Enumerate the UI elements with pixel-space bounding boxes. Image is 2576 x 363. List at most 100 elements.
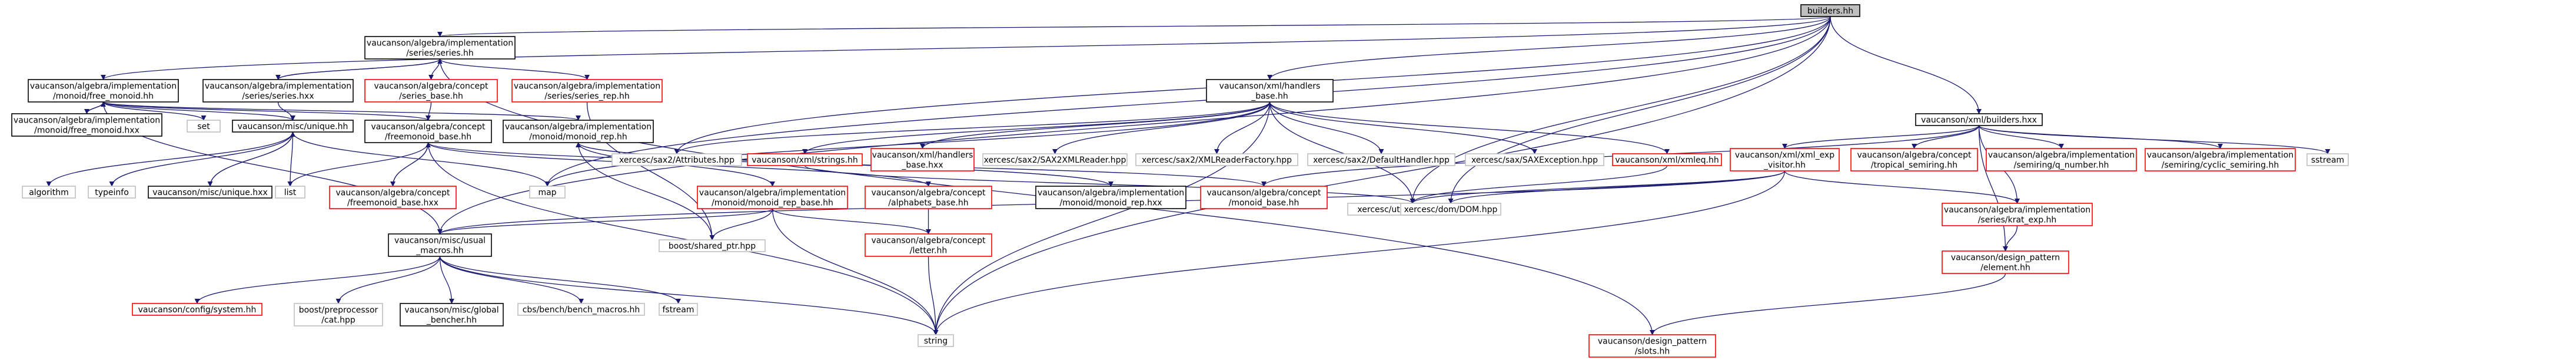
node-dom-hpp[interactable]: xercesc/dom/DOM.hpp [1400,203,1501,216]
node-label-line: vaucanson/xml/handlers [1219,82,1321,91]
node-box [2145,148,2296,171]
node-alphabets-base-hh[interactable]: vaucanson/algebra/concept/alphabets_base… [865,186,992,209]
node-freemonoid-base-hh[interactable]: vaucanson/algebra/concept/freemonoid_bas… [364,120,492,143]
edge-xml_handlers_base_hh-to-sax2xmlreader [1052,101,1271,154]
node-free-monoid-hh[interactable]: vaucanson/algebra/implementation/monoid/… [28,79,179,103]
node-box [132,303,262,316]
node-box [232,120,354,133]
edge-builders_hh-to-xml_builders_hxx [1830,16,1982,114]
edge-free_monoid_hh-to-freemonoid_base_hh [102,101,431,121]
node-system-hh[interactable]: vaucanson/config/system.hh [132,303,262,316]
node-map[interactable]: map [529,186,566,199]
node-string[interactable]: string [918,334,954,347]
edge-unique_hh-to-list [287,131,294,187]
node-monoid-rep-base-hh[interactable]: vaucanson/algebra/implementation/monoid/… [697,186,848,209]
node-tropical-semiring[interactable]: vaucanson/algebra/concept/tropical_semir… [1850,148,1978,171]
node-xmleq-hh[interactable]: vaucanson/xml/xmleq.hh [1612,153,1722,166]
edge-monoid_rep_hh-to-shared_ptr_hpp [577,142,715,240]
node-box [11,113,162,137]
node-label-line: vaucanson/misc/unique.hxx [152,188,267,197]
edge-monoid_rep_base_hh-to-letter_hh [772,208,931,235]
node-series-hh[interactable]: vaucanson/algebra/implementation/series/… [364,36,516,60]
node-label-line: algorithm [29,188,69,197]
node-usual-macros-hh[interactable]: vaucanson/misc/usual_macros.hh [388,233,492,257]
node-box [918,334,954,347]
edge-builders_hh-to-map [544,16,1831,187]
node-bench-macros[interactable]: cbs/bench/bench_macros.hh [517,303,645,316]
node-typeinfo[interactable]: typeinfo [88,186,136,199]
node-xml-handlers-base-hh[interactable]: vaucanson/xml/handlers_base.hh [1206,79,1334,103]
node-shared-ptr-hpp[interactable]: boost/shared_ptr.hpp [659,239,766,252]
node-label-line: vaucanson/algebra/concept [871,189,986,198]
node-xml-exp-visitor[interactable]: vaucanson/xml/xml_exp_visitor.hh [1730,148,1840,171]
node-label-line: xercesc/sax2/Attributes.hpp [619,156,734,165]
node-free-monoid-hxx[interactable]: vaucanson/algebra/implementation/monoid/… [11,113,162,137]
edge-xml_builders_hxx-to-xml_exp_visitor [1782,125,1980,149]
node-series-rep-hh[interactable]: vaucanson/algebra/implementation/series/… [511,79,663,103]
node-label-line: _base.hxx [901,161,943,170]
node-box [1612,153,1722,166]
node-label-line: builders.hh [1807,6,1853,16]
node-semiring-number[interactable]: vaucanson/algebra/implementation/semirin… [1986,148,2137,171]
node-xml-builders-hxx[interactable]: vaucanson/xml/builders.hxx [1915,113,2043,126]
node-label-line: vaucanson/algebra/concept [335,189,450,198]
node-sax2xmlreader[interactable]: xercesc/sax2/SAX2XMLReader.hpp [982,153,1128,166]
node-label-line: string [924,336,948,346]
node-box [1307,153,1455,166]
node-attributes-hpp[interactable]: xercesc/sax2/Attributes.hpp [611,153,742,166]
node-saxexception[interactable]: xercesc/sax/SAXException.hpp [1465,153,1604,166]
edge-xml_exp_visitor-to-string [933,170,1786,335]
node-label-line: /monoid/monoid_rep.hh [529,133,627,142]
node-box [2306,153,2349,166]
node-label-line: vaucanson/algebra/implementation [514,82,660,91]
node-global-bencher[interactable]: vaucanson/misc/global_bencher.hh [400,303,504,326]
node-letter-hh[interactable]: vaucanson/algebra/concept/letter.hh [865,233,992,257]
edge-xml_handlers_base_hh-to-xmleq_hh [1269,101,1670,154]
node-monoid-rep-hh[interactable]: vaucanson/algebra/implementation/monoid/… [503,120,654,143]
node-fstream[interactable]: fstream [659,303,698,316]
node-box [1942,250,2069,274]
node-box [659,303,698,316]
node-label-line: boost/shared_ptr.hpp [669,242,756,251]
node-element-hh[interactable]: vaucanson/design_pattern/element.hh [1942,250,2069,274]
edge-xml_builders_hxx-to-sstream [1978,125,2331,154]
node-label-line: /series/series.hxx [242,92,314,101]
edge-xml_handlers_base_hh-to-xmlreaderfactory [1214,101,1271,154]
node-xmlreaderfactory[interactable]: xercesc/sax2/XMLReaderFactory.hpp [1135,153,1298,166]
node-algorithm[interactable]: algorithm [22,186,76,199]
edge-builders_hh-to-xml_handlers_base_hh [1267,16,1831,80]
node-unique-hxx[interactable]: vaucanson/misc/unique.hxx [148,186,272,199]
node-series-base-hh[interactable]: vaucanson/algebra/concept/series_base.hh [364,79,498,103]
node-slots-hh[interactable]: vaucanson/design_pattern/slots.hh [1588,334,1716,358]
edge-free_monoid_hxx-to-free_monoid_hh [86,101,107,114]
node-krat-exp[interactable]: vaucanson/algebra/implementation/series/… [1942,203,2093,226]
node-monoid-rep-hxx[interactable]: vaucanson/algebra/implementation/monoid/… [1035,186,1186,209]
node-handlers-base-hxx[interactable]: vaucanson/xml/handlers_base.hxx [870,148,975,171]
node-set[interactable]: set [187,120,221,133]
node-label-line: vaucanson/misc/unique.hh [238,122,348,131]
node-sstream[interactable]: sstream [2306,153,2349,166]
node-monoid-base-hh[interactable]: vaucanson/algebra/concept/monoid_base.hh [1200,186,1328,209]
node-label-line: vaucanson/algebra/implementation [2147,151,2294,160]
node-label-line: /semiring/q_number.hh [2014,161,2109,170]
node-unique-hh[interactable]: vaucanson/misc/unique.hh [232,120,354,133]
edge-series_hh-to-series_base_hh [428,58,441,80]
edge-monoid_rep_base_hh-to-string [772,208,939,335]
node-label-line: /monoid/monoid_rep.hxx [1059,199,1162,208]
edge-builders_hh-to-usual_macros_hh [437,16,1831,235]
node-freemonoid-base-hxx[interactable]: vaucanson/algebra/concept/freemonoid_bas… [329,186,457,209]
node-label-line: /monoid/free_monoid.hh [53,92,154,101]
node-box [364,36,516,60]
node-cyclic-semiring[interactable]: vaucanson/algebra/implementation/semirin… [2145,148,2296,171]
node-series-hxx[interactable]: vaucanson/algebra/implementation/series/… [202,79,354,103]
edge-series_hxx-to-series_hh [277,58,443,80]
node-defaulthandler[interactable]: xercesc/sax2/DefaultHandler.hpp [1307,153,1455,166]
edge-letter_hh-to-string [928,256,939,335]
node-box [1730,148,1840,171]
node-boost-preprocessor[interactable]: boost/preprocessor/cat.hpp [294,303,383,326]
node-strings-hh[interactable]: vaucanson/xml/strings.hh [747,153,863,166]
node-label-line: /freemonoid_base.hxx [347,199,438,208]
node-builders-hh[interactable]: builders.hh [1800,4,1860,17]
node-label-line: vaucanson/algebra/implementation [1988,151,2135,160]
node-list[interactable]: list [275,186,305,199]
